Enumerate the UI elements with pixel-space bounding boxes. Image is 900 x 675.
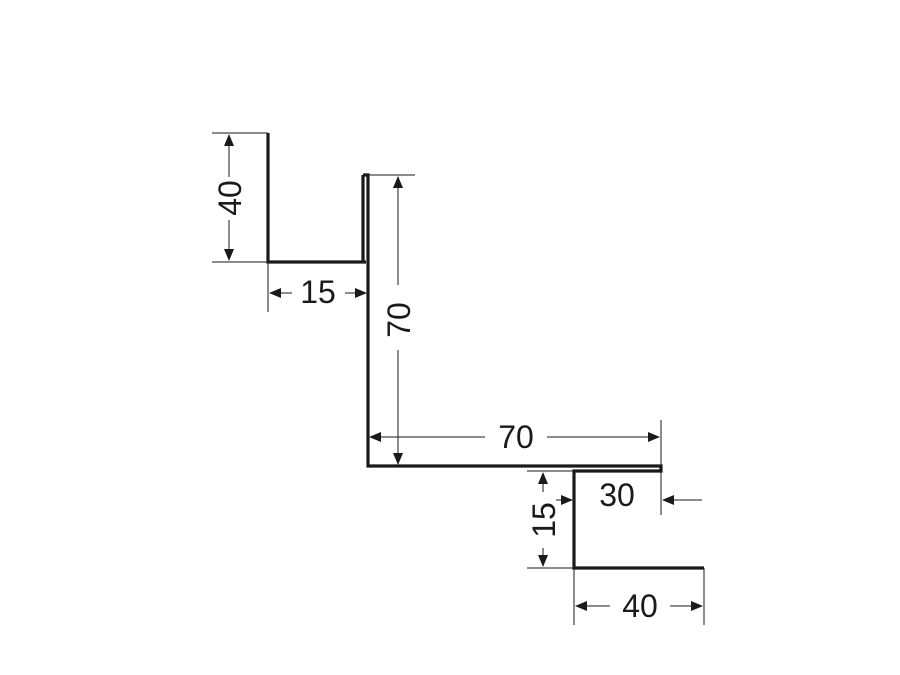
dim-label-top-flange-width: 15: [300, 274, 336, 310]
dim-top-flange-width: 15: [269, 274, 367, 310]
dim-label-bottom-flange-width: 40: [622, 588, 658, 624]
top-flange-line: [266, 133, 366, 264]
dim-drip-overhang: 30: [599, 477, 702, 513]
dim-horizontal-web-width: 70: [369, 419, 660, 455]
dim-label-horizontal-web-width: 70: [498, 419, 534, 455]
dim-label-drip-overhang: 30: [599, 477, 635, 513]
dim-label-lower-step-height: 15: [526, 502, 562, 538]
dim-vertical-web-height: 70: [381, 176, 417, 465]
profile-outline: [266, 133, 704, 570]
dim-top-flange-height: 40: [212, 134, 248, 261]
extension-lines: [212, 132, 705, 625]
dim-lower-step-height: 15: [526, 472, 573, 567]
dim-bottom-flange-width: 40: [575, 588, 703, 624]
dim-label-top-flange-height: 40: [212, 180, 248, 216]
dim-label-vertical-web-height: 70: [381, 302, 417, 338]
